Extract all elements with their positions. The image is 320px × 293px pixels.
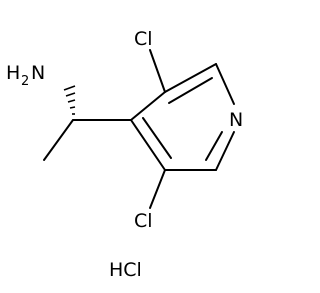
- bond-n1-c6-inner: [205, 131, 223, 161]
- chlorine-bottom-label: Cl: [134, 210, 153, 232]
- bond-c5-c4: [130, 119, 166, 171]
- bond-c5-c4-inner: [142, 117, 172, 159]
- amine-subscript: 2: [21, 74, 29, 89]
- bond-c5-cl: [149, 169, 166, 209]
- amine-n-label: N: [31, 62, 45, 84]
- chlorine-top-label: Cl: [134, 28, 153, 50]
- bond-c3-cl: [149, 49, 166, 93]
- ring-nitrogen-label: N: [229, 109, 243, 131]
- amine-h-label: H: [6, 62, 20, 84]
- structure-canvas: H 2 N Cl Cl N HCl: [6, 28, 243, 281]
- stereo-hashed-wedge: [63, 85, 76, 115]
- bond-chiral-methyl: [43, 119, 74, 161]
- salt-label: HCl: [109, 259, 142, 281]
- bond-n1-c6: [215, 131, 235, 171]
- molecule-drawing: H 2 N Cl Cl N HCl: [6, 28, 243, 281]
- bond-c2-n1: [215, 63, 235, 105]
- bond-c3-c2-inner: [168, 77, 213, 104]
- bond-c3-c2: [164, 63, 217, 93]
- bond-c4-c3: [130, 91, 166, 121]
